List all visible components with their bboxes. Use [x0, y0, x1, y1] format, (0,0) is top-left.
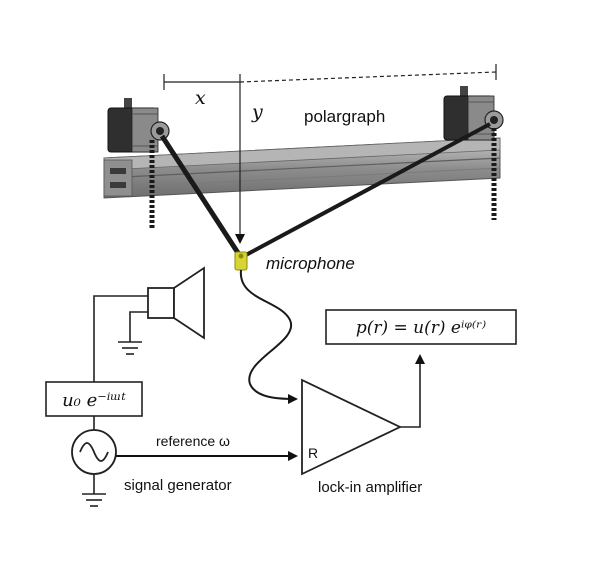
coordinate-axes: x y — [163, 64, 497, 244]
speaker-icon — [147, 266, 205, 340]
amplifier-output-line — [400, 354, 425, 428]
lockin-amplifier-label: lock-in amplifier — [318, 479, 422, 496]
counterweight-belts — [149, 128, 497, 230]
microphone-cable — [239, 269, 298, 404]
lockin-amplifier-icon: R — [301, 378, 403, 476]
signal-generator-ground — [82, 474, 106, 507]
microphone-label: microphone — [266, 254, 355, 273]
polargraph-rail — [103, 137, 501, 199]
reference-label: reference ω — [156, 433, 230, 449]
source-equation: u₀ e⁻ⁱᵚᵗ — [62, 390, 126, 411]
signal-generator-label: signal generator — [124, 477, 232, 494]
polargraph-label: polargraph — [304, 107, 385, 126]
source-equation-box: u₀ e⁻ⁱᵚᵗ — [45, 381, 143, 417]
pressure-equation-box: p(r) = u(r) eⁱᵠ⁽ʳ⁾ — [325, 309, 517, 345]
speaker-wiring — [93, 295, 148, 382]
microphone-icon — [234, 251, 248, 271]
signal-generator-icon — [71, 429, 117, 475]
y-axis-label: y — [251, 101, 263, 123]
drive-belts — [159, 122, 491, 258]
pressure-equation: p(r) = u(r) eⁱᵠ⁽ʳ⁾ — [356, 318, 486, 338]
lockin-input-label: R — [308, 445, 318, 461]
x-axis-label: x — [195, 87, 206, 109]
left-stepper-motor — [107, 98, 170, 153]
